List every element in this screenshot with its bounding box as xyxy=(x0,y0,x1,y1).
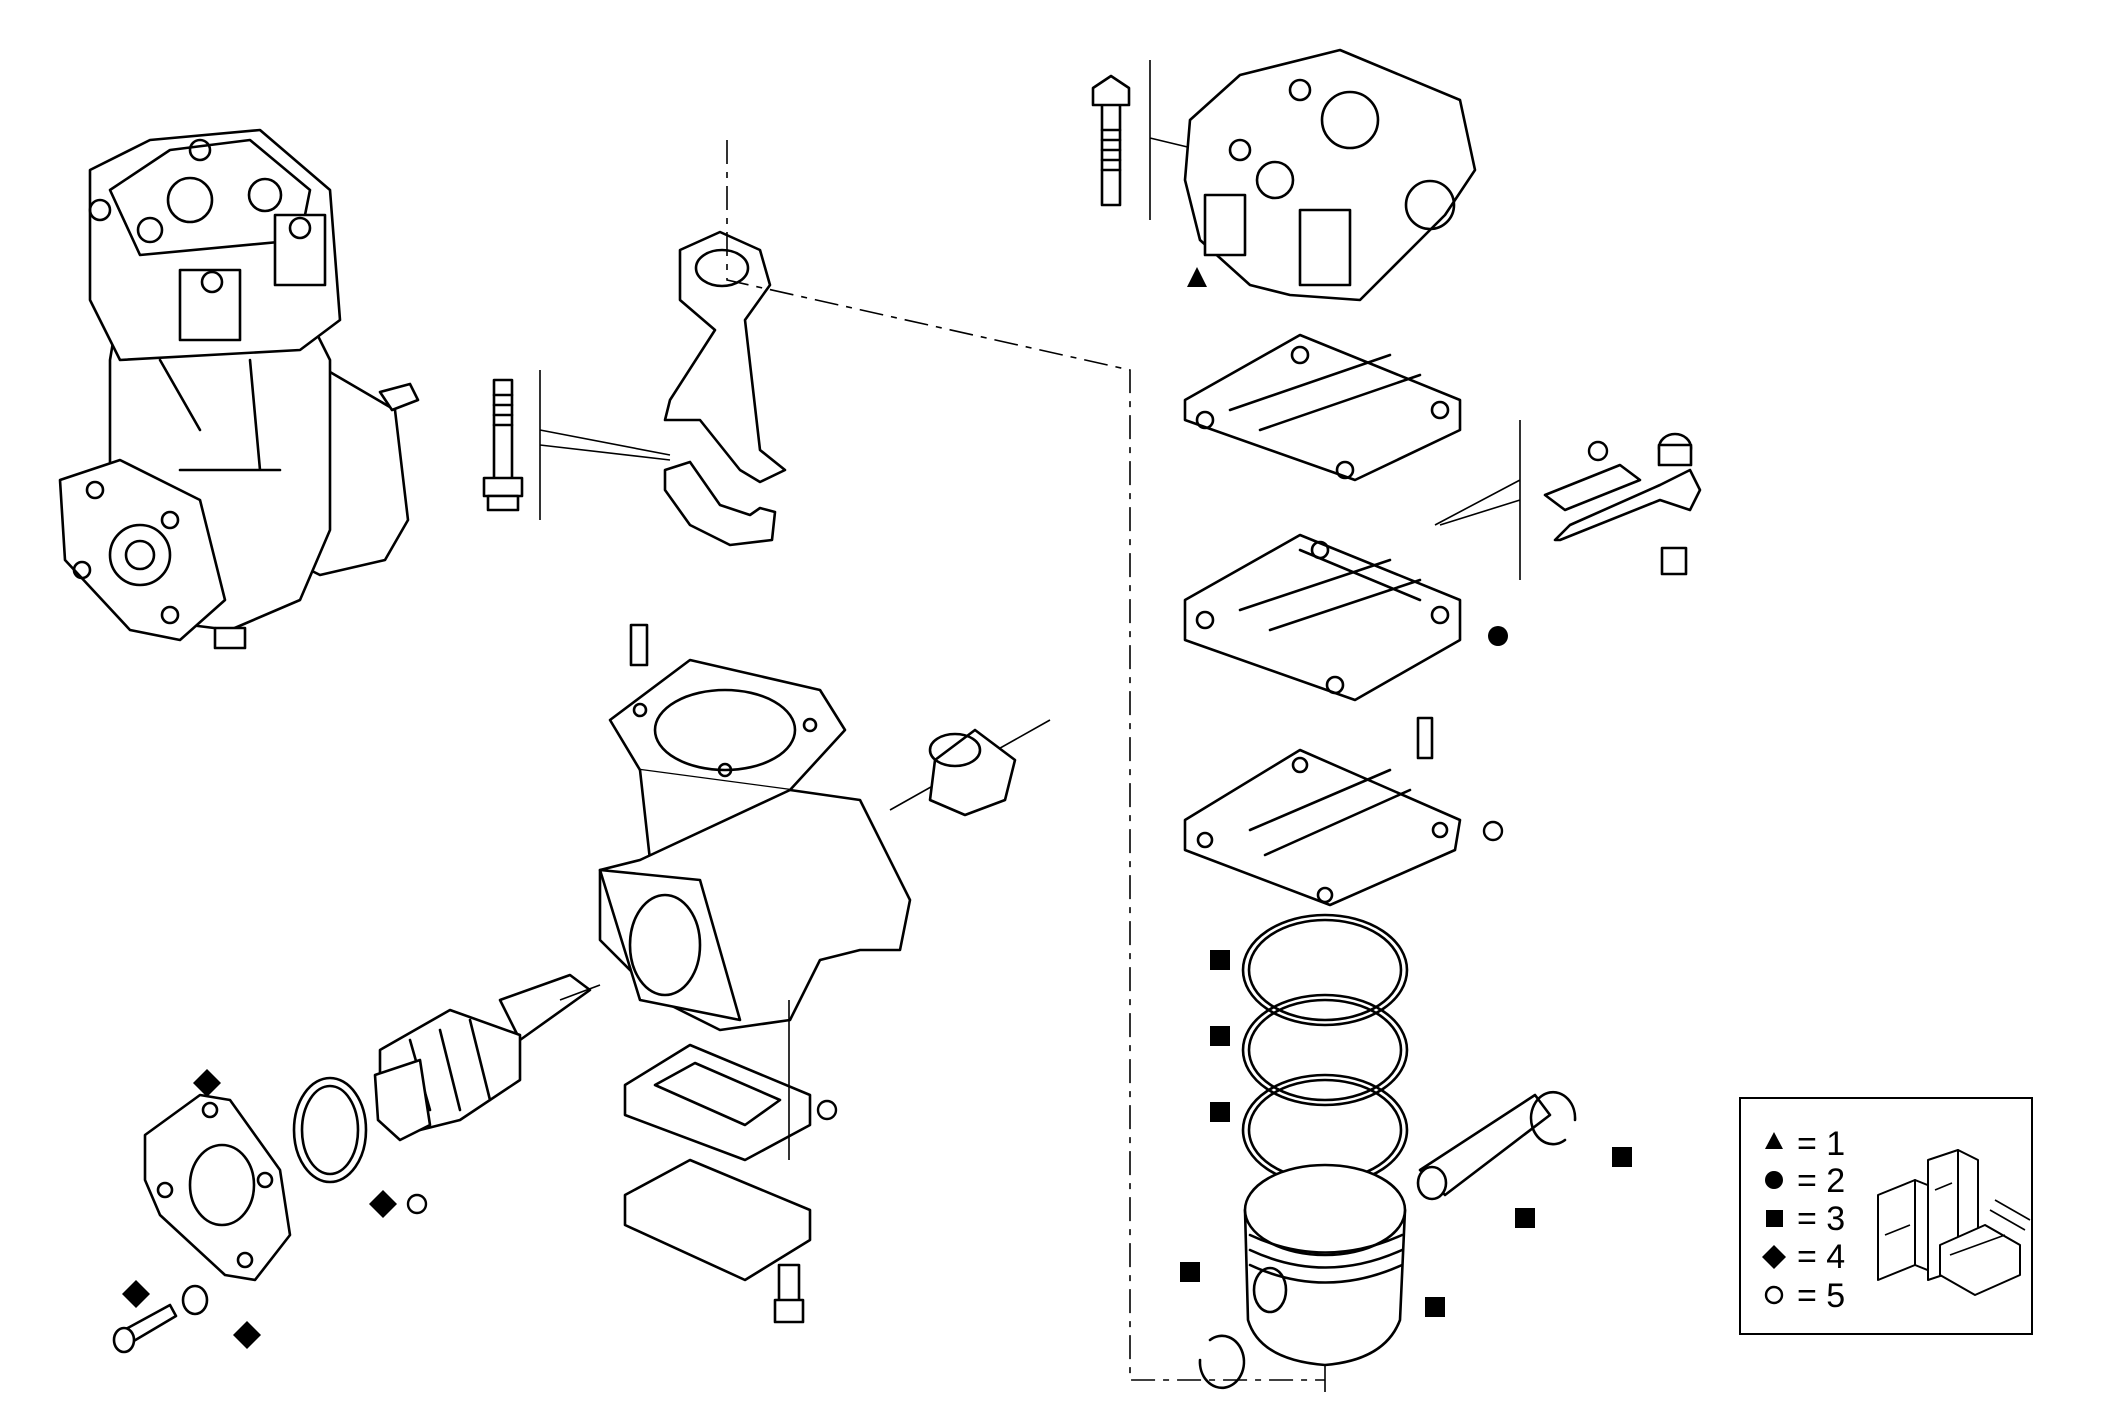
symbol-hollow-circle-oring xyxy=(406,1193,428,1215)
bushing xyxy=(928,728,1017,817)
symbol-filled-diamond-oring xyxy=(369,1190,397,1218)
symbol-filled-diamond-sleeve xyxy=(233,1321,261,1349)
symbol-hollow-circle-bracket xyxy=(1587,440,1609,462)
legend-entry-5: = 5 xyxy=(1764,1277,1845,1315)
o-ring xyxy=(292,1076,368,1184)
legend-box: = 1 = 2 = 3 = 4 = 5 xyxy=(1739,1097,2033,1335)
symbol-filled-square-circlip-right xyxy=(1612,1147,1632,1167)
legend-triangle-symbol xyxy=(1765,1132,1783,1149)
lower-gasket xyxy=(1183,748,1462,907)
piston-rings xyxy=(1241,913,1409,1187)
legend-entry-3-text: = 3 xyxy=(1797,1200,1845,1238)
legend-filled-square-symbol xyxy=(1766,1210,1783,1227)
symbol-filled-square-circlip-left xyxy=(1180,1262,1200,1282)
legend-entry-1: = 1 xyxy=(1765,1125,1845,1163)
symbol-filled-square-ring-1 xyxy=(1210,950,1230,970)
assembled-compressor xyxy=(58,128,420,650)
symbol-hollow-circle-gasket xyxy=(1482,820,1504,842)
symbol-filled-circle-valve-plate xyxy=(1488,626,1508,646)
circlip-right xyxy=(1529,1090,1577,1146)
symbol-filled-square-ring-2 xyxy=(1210,1026,1230,1046)
iveco-parts-logo xyxy=(1877,1149,2031,1296)
legend-entry-4: = 4 xyxy=(1762,1238,1845,1276)
front-flange-cover xyxy=(143,1093,292,1282)
piston xyxy=(1243,1163,1407,1367)
legend-entry-3: = 3 xyxy=(1766,1200,1845,1238)
symbol-filled-square-ring-3 xyxy=(1210,1102,1230,1122)
symbol-filled-square-pin xyxy=(1515,1208,1535,1228)
assembly-axis-line xyxy=(726,140,1326,1392)
legend-entry-4-text: = 4 xyxy=(1797,1238,1845,1276)
symbol-triangle-cylinder-head xyxy=(1187,267,1207,287)
connecting-rod-group xyxy=(482,230,787,547)
symbol-filled-diamond-flange xyxy=(193,1069,221,1097)
symbol-hollow-circle-bottom-gasket xyxy=(816,1099,838,1121)
bottom-gasket-and-cover xyxy=(623,1000,812,1324)
valve-plate xyxy=(1183,533,1462,760)
legend-entry-1-text: = 1 xyxy=(1797,1125,1845,1163)
head-gasket xyxy=(1183,333,1462,482)
cylinder-head xyxy=(1091,48,1477,302)
legend-filled-diamond-symbol xyxy=(1762,1245,1786,1269)
piston-pin xyxy=(1416,1093,1552,1201)
cover-bolt-and-sleeve xyxy=(112,1284,209,1354)
legend-filled-circle-symbol xyxy=(1765,1171,1783,1189)
crankshaft xyxy=(373,973,601,1142)
circlip-left xyxy=(1198,1334,1246,1390)
legend-entry-2: = 2 xyxy=(1765,1162,1845,1200)
legend-hollow-circle-symbol xyxy=(1764,1285,1784,1305)
unloader-bracket-group xyxy=(1434,420,1702,580)
legend-entry-2-text: = 2 xyxy=(1797,1162,1845,1200)
cylinder-crankcase xyxy=(598,623,1051,1032)
symbol-filled-diamond-bolt xyxy=(122,1280,150,1308)
legend-entry-5-text: = 5 xyxy=(1797,1277,1845,1315)
symbol-filled-square-piston xyxy=(1425,1297,1445,1317)
